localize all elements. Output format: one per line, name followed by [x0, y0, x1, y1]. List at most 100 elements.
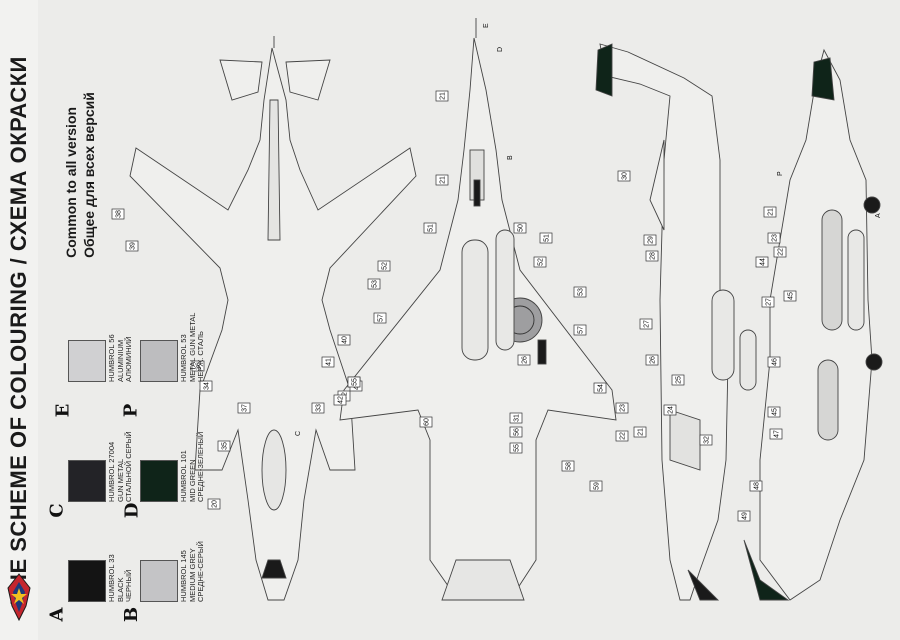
callout-number: 20 [212, 500, 219, 508]
callout-number: 26 [650, 356, 657, 364]
bottom-view-drawing [339, 18, 617, 601]
callout-view2-5: 52 [377, 260, 391, 272]
callout-number: 36 [196, 362, 203, 370]
title-band [0, 0, 38, 640]
callout-view2-16: 58 [561, 460, 575, 472]
callout-view1-4: 37 [237, 402, 251, 414]
side-view-lower-drawing [743, 48, 883, 601]
callout-number: 28 [650, 252, 657, 260]
paint-letter-marker: C [295, 431, 302, 436]
callout-view4-2: 22 [773, 246, 787, 258]
callout-view3-3: 27 [639, 318, 653, 330]
callout-number: 46 [772, 358, 779, 366]
callout-view2-9: 57 [373, 312, 387, 324]
callout-number: 27 [766, 298, 773, 306]
callout-number: 40 [342, 336, 349, 344]
callout-view4-8: 47 [769, 428, 783, 440]
callout-number: 34 [204, 382, 211, 390]
callout-number: 33 [316, 404, 323, 412]
callout-view1-13: 20 [207, 498, 221, 510]
callout-number: 21 [440, 176, 447, 184]
callout-view2-8: 53 [573, 286, 587, 298]
callout-view2-4: 51 [539, 232, 553, 244]
callout-number: 21 [440, 92, 447, 100]
callout-number: 47 [774, 430, 781, 438]
paint-code-a: A [46, 607, 68, 622]
top-view-drawing [129, 36, 417, 601]
callout-view2-6: 52 [533, 256, 547, 268]
side-view-upper-drawing [595, 43, 757, 601]
callout-view3-1: 29 [643, 234, 657, 246]
callout-number: 29 [648, 236, 655, 244]
callout-view2-3: 50 [513, 222, 527, 234]
paint-code-d: D [121, 502, 143, 519]
callout-number: 31 [514, 414, 521, 422]
callout-number: 37 [242, 404, 249, 412]
callout-view3-2: 28 [645, 250, 659, 262]
callout-view2-0: 21 [435, 90, 449, 102]
paint-label-line: СРЕДНЕ-СЕРЫЙ [196, 541, 205, 602]
callout-view4-5: 45 [783, 290, 797, 302]
paint-swatch-e [68, 340, 106, 382]
paint-swatch-p [140, 340, 178, 382]
callout-view1-8: 40 [337, 334, 351, 346]
callout-number: 50 [518, 224, 525, 232]
callout-view2-18: 55 [509, 442, 523, 454]
callout-number: 25 [676, 376, 683, 384]
callout-number: 45 [772, 408, 779, 416]
callout-view2-7: 53 [367, 278, 381, 290]
callout-number: 54 [598, 384, 605, 392]
brand-logo [7, 573, 31, 622]
paint-letter-marker: A [875, 213, 882, 218]
callout-number: 22 [620, 432, 627, 440]
paint-code-e: E [52, 403, 74, 418]
callout-view4-6: 46 [767, 356, 781, 368]
callout-view1-10: 42 [333, 394, 347, 406]
callout-number: 52 [538, 258, 545, 266]
callout-view4-10: 49 [737, 510, 751, 522]
callout-number: 51 [428, 224, 435, 232]
callout-number: 56 [514, 428, 521, 436]
paint-letter-marker: D [497, 47, 504, 52]
paint-swatch-b [140, 560, 178, 602]
callout-view3-4: 26 [645, 354, 659, 366]
callout-view2-13: 60 [419, 416, 433, 428]
callout-view3-9: 21 [633, 426, 647, 438]
callout-number: 21 [768, 208, 775, 216]
callout-number: 27 [644, 320, 651, 328]
callout-number: 49 [742, 512, 749, 520]
paint-swatch-d [140, 460, 178, 502]
callout-view1-9: 41 [321, 356, 335, 368]
callout-view2-2: 51 [423, 222, 437, 234]
callout-number: 24 [668, 406, 675, 414]
paint-label-line: ЧЕРНЫЙ [124, 569, 133, 602]
callout-number: 35 [222, 442, 229, 450]
paint-code-c: C [46, 503, 68, 518]
callout-view3-6: 24 [663, 404, 677, 416]
callout-view2-1: 21 [435, 174, 449, 186]
paint-label-line: СРЕДНЕ-ЗЕЛЕНЫЙ [196, 431, 205, 502]
callout-view4-7: 45 [767, 406, 781, 418]
callout-number: 53 [372, 280, 379, 288]
callout-number: 38 [116, 210, 123, 218]
callout-view2-15: 56 [509, 426, 523, 438]
callout-view2-11: 54 [593, 382, 607, 394]
callout-number: 51 [544, 234, 551, 242]
callout-view4-0: 21 [763, 206, 777, 218]
callout-number: 44 [760, 258, 767, 266]
callout-view3-8: 22 [615, 430, 629, 442]
callout-number: 52 [382, 262, 389, 270]
callout-number: 60 [424, 418, 431, 426]
callout-number: 23 [772, 234, 779, 242]
callout-view4-1: 23 [767, 232, 781, 244]
callout-view3-5: 25 [671, 374, 685, 386]
callout-view4-4: 27 [761, 296, 775, 308]
callout-view4-9: 48 [749, 480, 763, 492]
